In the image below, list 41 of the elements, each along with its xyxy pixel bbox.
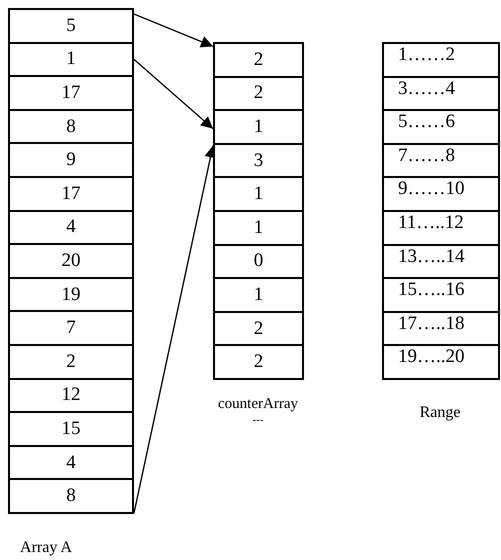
array-cell: 19 <box>8 276 134 312</box>
arrow <box>134 58 214 130</box>
array-cell: 12 <box>8 378 134 414</box>
counter-cell: 1 <box>213 176 304 212</box>
range-cell: 1……2 <box>382 42 500 78</box>
counter-cell: 3 <box>213 142 304 178</box>
range-cell: 17…..18 <box>382 310 500 346</box>
range-cell: 13…..14 <box>382 244 500 280</box>
array-cell: 17 <box>8 75 134 111</box>
array-cell: 15 <box>8 411 134 447</box>
counter-cell: 2 <box>213 344 304 380</box>
array-cell: 9 <box>8 142 134 178</box>
counter-cell: 2 <box>213 310 304 346</box>
range-cell: 15…..16 <box>382 277 500 313</box>
range-cell: 7……8 <box>382 142 500 178</box>
range-cell: 19…..20 <box>382 344 500 380</box>
array-cell: 4 <box>8 210 134 246</box>
array-cell: 17 <box>8 176 134 212</box>
array-caption: Range <box>420 404 460 422</box>
counter-cell: 1 <box>213 277 304 313</box>
counter-cell: 0 <box>213 244 304 280</box>
range-cell: 5……6 <box>382 109 500 145</box>
range-cell: 11…..12 <box>382 210 500 246</box>
array-cell: 7 <box>8 310 134 346</box>
range-cell: 9……10 <box>382 176 500 212</box>
array-cell: 8 <box>8 478 134 514</box>
array-caption: counterArray <box>218 396 298 413</box>
array-cell: 5 <box>8 8 134 44</box>
counter-cell: 2 <box>213 42 304 78</box>
range-cell: 3……4 <box>382 76 500 112</box>
counter-cell: 2 <box>213 76 304 112</box>
array-cell: 1 <box>8 42 134 78</box>
array-cell: 20 <box>8 243 134 279</box>
array-cell: 2 <box>8 344 134 380</box>
array-caption: Array A <box>20 539 72 557</box>
counter-cell: 1 <box>213 210 304 246</box>
array-cell: 8 <box>8 108 134 144</box>
array-cell: 4 <box>8 444 134 480</box>
dashes: --- <box>252 414 264 426</box>
counter-cell: 1 <box>213 109 304 145</box>
arrow <box>134 13 214 48</box>
